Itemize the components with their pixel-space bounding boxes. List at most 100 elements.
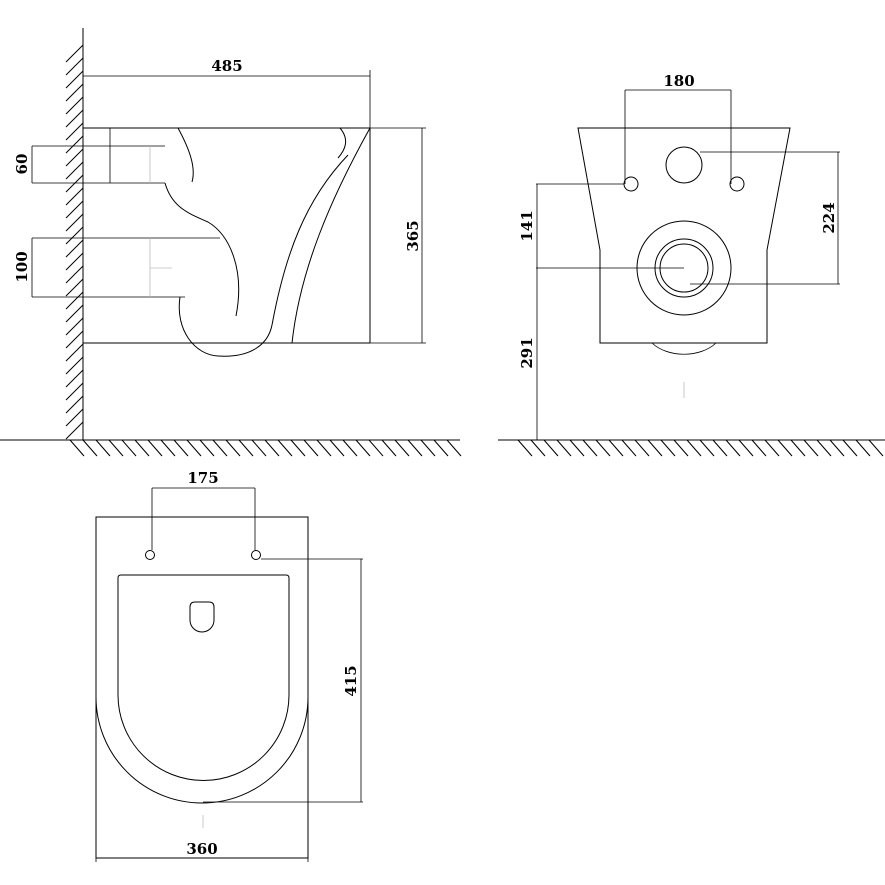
hatch-line (134, 439, 150, 457)
hatch-line (65, 96, 84, 115)
hatch-line (69, 439, 85, 457)
dimension-100: 100 (13, 237, 83, 298)
hatch-line (569, 439, 585, 457)
hatch-line (816, 439, 832, 457)
dimension-360: 360 (95, 840, 309, 862)
hatch-line (95, 439, 111, 457)
hatch-line (65, 57, 84, 76)
hatch-line (868, 439, 884, 457)
hatch-line (595, 439, 611, 457)
front-bolt-left (623, 176, 639, 192)
front-bolt-right (729, 176, 745, 192)
top-view: 175 415 360 (95, 469, 363, 862)
hatch-line (660, 439, 676, 457)
front-outlet-to-top-label: 141 (518, 210, 536, 241)
hatch-line (543, 439, 559, 457)
hatch-line (65, 382, 84, 401)
dimension-291: 291 (518, 268, 538, 440)
hatch-line (725, 439, 741, 457)
hatch-line (238, 439, 254, 457)
side-height-label: 365 (404, 220, 422, 251)
dimension-180: 180 (624, 72, 732, 184)
hatch-line (225, 439, 241, 457)
front-outlet-height-label: 291 (518, 337, 536, 368)
hatch-line (65, 252, 84, 271)
hatch-line (803, 439, 819, 457)
seat-cutout (189, 601, 215, 633)
dimension-175: 175 (151, 469, 256, 550)
hatch-line (65, 226, 84, 245)
hatch-line (65, 408, 84, 427)
hatch-line (65, 187, 84, 206)
hatch-line (530, 439, 546, 457)
hatch-line (751, 439, 767, 457)
hatch-line (855, 439, 871, 457)
hatch-line (65, 135, 84, 154)
hatch-line (446, 439, 462, 457)
hatch-line (65, 148, 84, 167)
hatch-line (65, 343, 84, 362)
hatch-line (65, 239, 84, 258)
hatch-line (673, 439, 689, 457)
hatch-line (699, 439, 715, 457)
hatch-line (65, 421, 84, 440)
hatch-line (556, 439, 572, 457)
hatch-line (121, 439, 137, 457)
hatch-line (777, 439, 793, 457)
hatch-line (764, 439, 780, 457)
hatch-line (65, 213, 84, 232)
hatch-line (433, 439, 449, 457)
hatch-line (686, 439, 702, 457)
hatch-line (277, 439, 293, 457)
hatch-line (329, 439, 345, 457)
hatch-line (65, 356, 84, 375)
inlet-opening (665, 146, 703, 184)
hatch-line (342, 439, 358, 457)
hatch-line (368, 439, 384, 457)
top-bolt-right (251, 550, 261, 560)
hatch-line (290, 439, 306, 457)
hatch-line (355, 439, 371, 457)
hatch-line (65, 44, 84, 63)
hatch-line (173, 439, 189, 457)
hatch-line (65, 83, 84, 102)
bowl-side-outline (83, 127, 371, 357)
top-bolt-spacing-label: 175 (187, 469, 218, 487)
wall-hatching (65, 44, 84, 440)
hatch-line (582, 439, 598, 457)
hatch-line (517, 439, 533, 457)
hatch-line (65, 174, 84, 193)
front-view: 180 224 141 291 (498, 72, 885, 457)
dimension-365: 365 (370, 127, 426, 344)
hatch-line (65, 304, 84, 323)
hatch-line (65, 317, 84, 336)
hatch-line (303, 439, 319, 457)
dimension-485: 485 (83, 57, 371, 128)
dimension-224: 224 (690, 151, 840, 285)
hatch-line (264, 439, 280, 457)
dimension-415: 415 (203, 558, 363, 803)
hatch-line (647, 439, 663, 457)
hatch-line (634, 439, 650, 457)
hatch-line (212, 439, 228, 457)
dimension-141: 141 (518, 183, 684, 269)
hatch-line (65, 109, 84, 128)
hatch-line (65, 395, 84, 414)
front-bolt-spacing-label: 180 (663, 72, 694, 90)
hatch-line (316, 439, 332, 457)
top-length-label: 415 (342, 665, 360, 696)
hatch-line (394, 439, 410, 457)
hatch-line (842, 439, 858, 457)
hatch-line (65, 70, 84, 89)
hatch-line (790, 439, 806, 457)
front-inlet-height-label: 224 (820, 202, 838, 233)
hatch-line (65, 330, 84, 349)
hatch-line (829, 439, 845, 457)
hatch-line (738, 439, 754, 457)
hatch-line (621, 439, 637, 457)
hatch-line (65, 265, 84, 284)
hatch-line (712, 439, 728, 457)
hatch-line (251, 439, 267, 457)
dimension-60: 60 (13, 145, 83, 184)
floor-hatching-right (517, 439, 884, 457)
